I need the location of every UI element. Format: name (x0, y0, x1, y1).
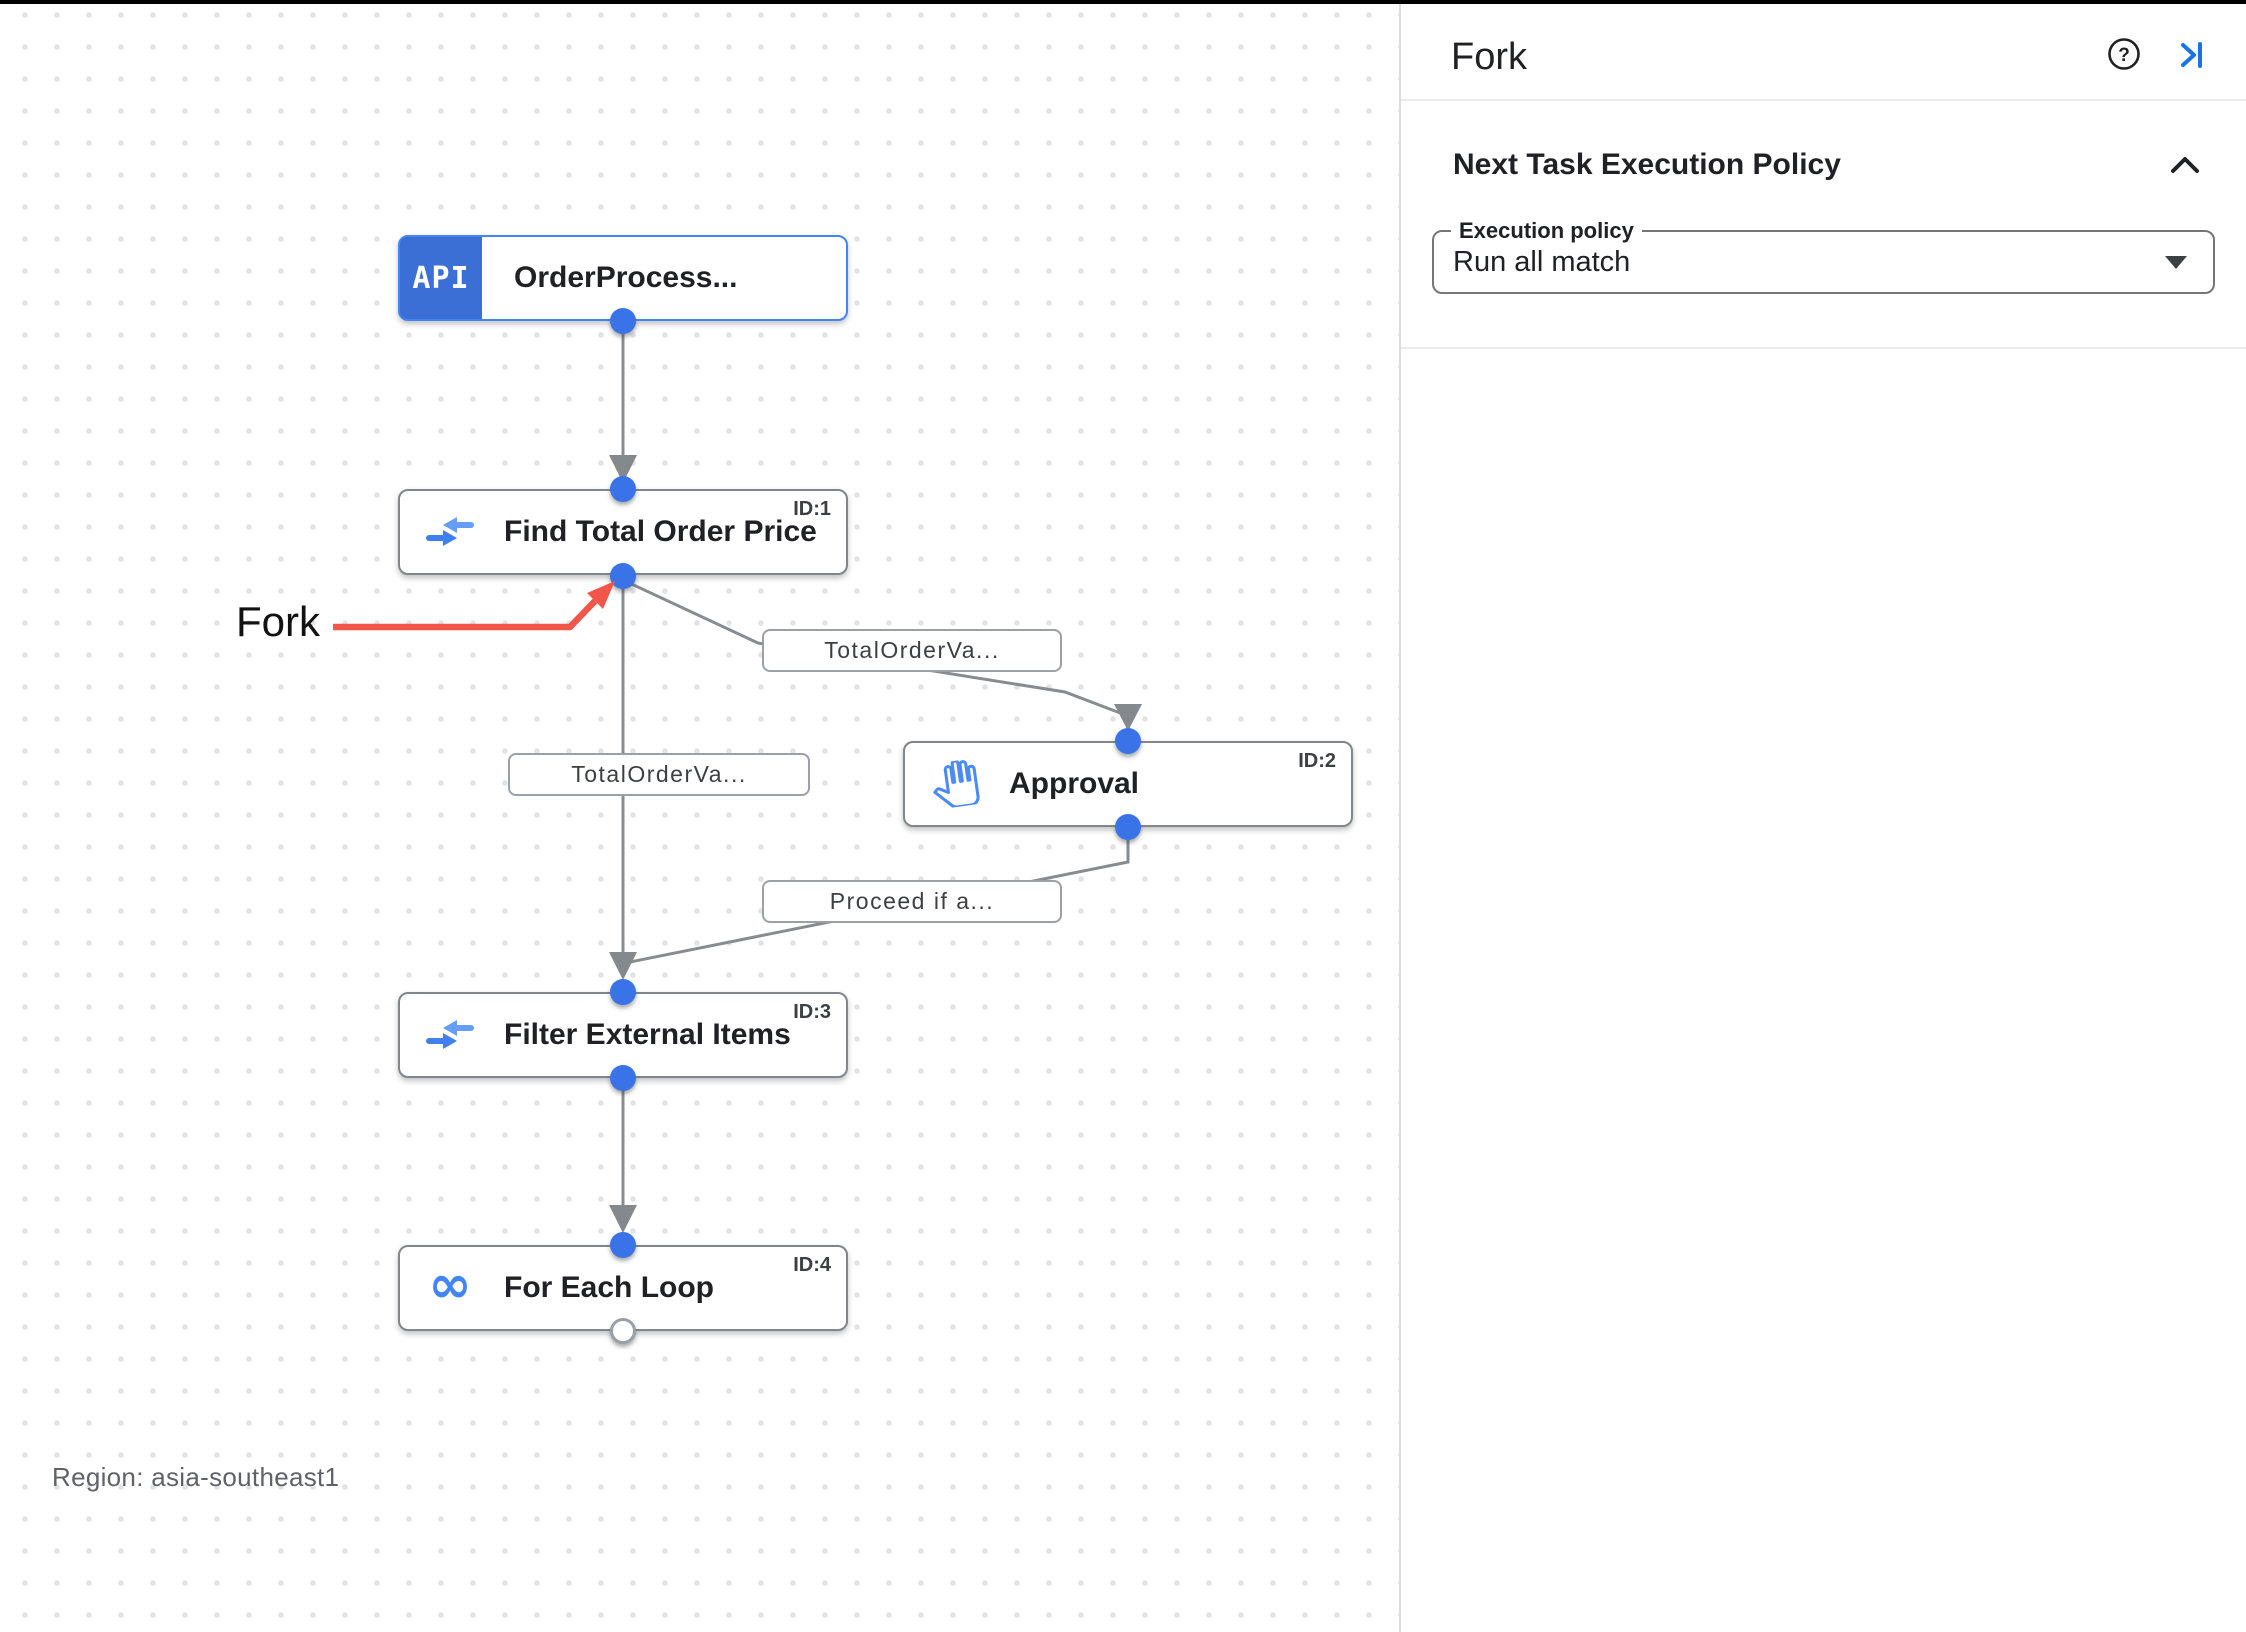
node-id-label: ID:4 (793, 1254, 831, 1276)
node-title: OrderProcess... (514, 261, 738, 294)
loop-infinity-icon: ∞ (426, 1255, 474, 1315)
node-title: Find Total Order Price (504, 515, 817, 548)
node-title: Filter External Items (504, 1018, 791, 1051)
window-top-edge (0, 0, 2246, 4)
port-trigger-out[interactable] (610, 308, 636, 334)
approval-hand-icon (931, 759, 980, 809)
port-task3-out[interactable] (610, 1065, 636, 1091)
next-task-policy-heading: Next Task Execution Policy (1453, 148, 1841, 181)
node-api-trigger[interactable]: API OrderProcess... (398, 235, 848, 321)
port-task4-in[interactable] (610, 1232, 636, 1258)
execution-policy-value: Run all match (1453, 246, 1631, 278)
fork-annotation-label: Fork (236, 598, 320, 645)
node-title: Approval (1009, 767, 1140, 800)
region-label: Region: asia-southeast1 (52, 1462, 340, 1492)
chevron-up-icon[interactable] (2168, 152, 2202, 178)
node-find-total-order-price[interactable]: Find Total Order Price ID:1 (398, 489, 848, 575)
help-button[interactable]: ? (2104, 34, 2144, 74)
node-title: For Each Loop (504, 1271, 714, 1304)
data-mapping-icon (426, 1013, 474, 1057)
port-task4-out-empty[interactable] (610, 1318, 636, 1344)
execution-policy-select[interactable]: Execution policy Run all match (1432, 218, 2215, 294)
node-id-label: ID:1 (793, 498, 831, 520)
panel-header-divider (1401, 99, 2246, 101)
edge-label-proceed[interactable]: Proceed if a... (762, 880, 1062, 923)
node-filter-external-items[interactable]: Filter External Items ID:3 (398, 992, 848, 1078)
dropdown-caret-icon[interactable] (2165, 256, 2187, 269)
section-divider (1401, 347, 2246, 349)
infinity-glyph: ∞ (428, 1255, 472, 1315)
node-id-label: ID:2 (1298, 750, 1336, 772)
edge-label-total-order-left[interactable]: TotalOrderVa... (508, 753, 810, 796)
data-mapping-icon (426, 510, 474, 554)
port-task1-in[interactable] (610, 476, 636, 502)
edge-label-total-order-right[interactable]: TotalOrderVa... (762, 629, 1062, 672)
port-task3-in[interactable] (610, 979, 636, 1005)
question-mark-glyph: ? (2118, 45, 2130, 66)
port-approval-in[interactable] (1115, 728, 1141, 754)
node-id-label: ID:3 (793, 1001, 831, 1023)
panel-title: Fork (1451, 36, 1527, 78)
port-approval-out[interactable] (1115, 814, 1141, 840)
port-task1-out-fork[interactable] (610, 563, 636, 589)
execution-policy-label: Execution policy (1451, 218, 1642, 244)
config-panel: Fork ? Next Task Execution Policy Execut… (1399, 4, 2246, 1632)
collapse-panel-icon[interactable] (2170, 35, 2210, 75)
api-trigger-icon: API (400, 237, 482, 319)
